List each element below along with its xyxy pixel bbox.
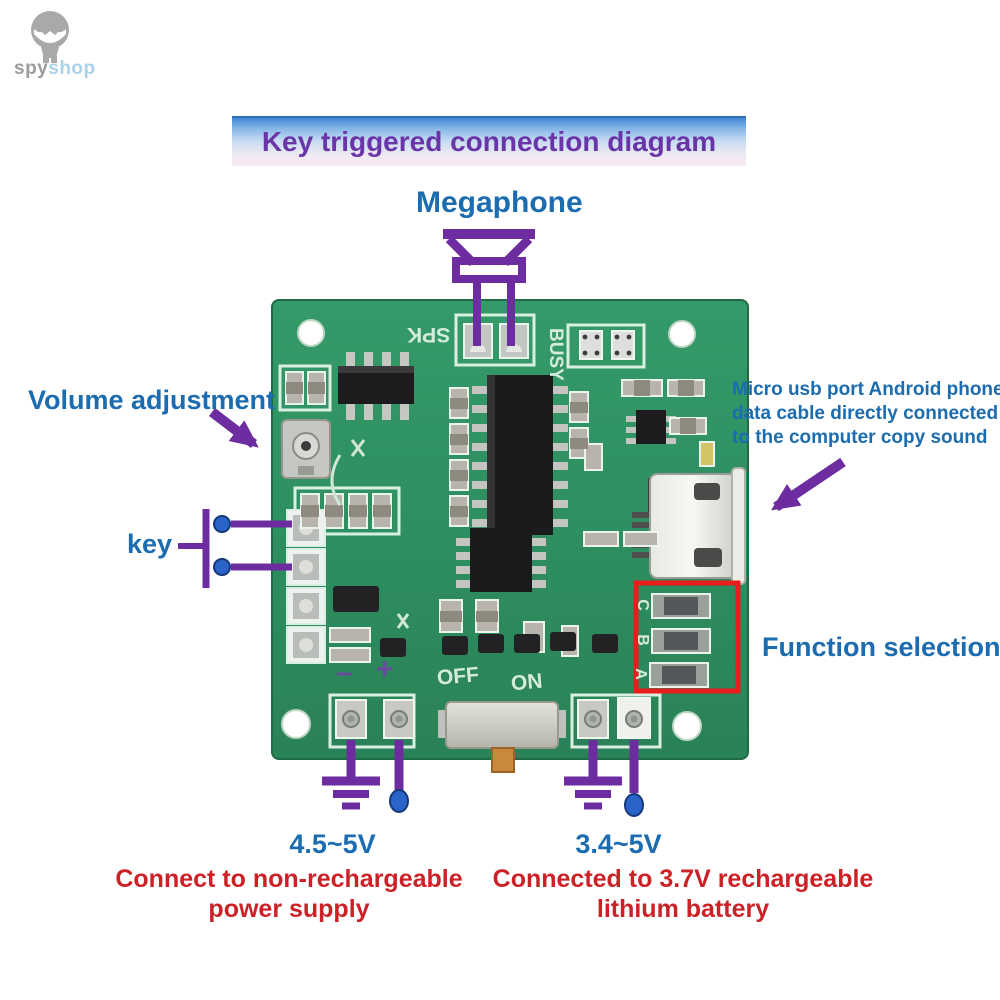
volume-adjustment-label: Volume adjustment bbox=[28, 385, 276, 415]
usb-note-line1: Micro usb port Android phone bbox=[732, 379, 1000, 400]
right-power-note: Connected to 3.7V rechargeable lithium b… bbox=[488, 864, 878, 924]
passive-components bbox=[285, 371, 715, 663]
battery-wire-right bbox=[624, 740, 644, 817]
supply-wire-left bbox=[389, 740, 409, 813]
silkscreen-off: OFF bbox=[436, 663, 480, 690]
micro-usb-port bbox=[632, 467, 746, 585]
speaker-icon bbox=[443, 229, 535, 346]
left-power-line1: Connect to non-rechargeable bbox=[115, 865, 463, 893]
right-voltage-label: 3.4~5V bbox=[575, 829, 662, 859]
silkscreen-func-b: B bbox=[633, 634, 651, 646]
usb-note: Micro usb port Android phone data cable … bbox=[732, 378, 1000, 450]
left-power-note: Connect to non-rechargeable power supply bbox=[103, 864, 475, 924]
annotation-overlay bbox=[178, 229, 846, 817]
brand-primary: spy bbox=[14, 58, 49, 79]
ic-main-chip bbox=[472, 375, 568, 535]
volume-potentiometer bbox=[281, 419, 331, 479]
screw-hole bbox=[668, 320, 696, 348]
spyshop-wordmark: spyshop bbox=[14, 58, 96, 80]
key-label: key bbox=[127, 529, 173, 559]
switch-actuator bbox=[491, 747, 515, 773]
ground-symbol-right bbox=[564, 740, 622, 810]
usb-arrow bbox=[771, 457, 846, 512]
silkscreen-busy: BUSY bbox=[545, 328, 566, 381]
function-highlight-box bbox=[633, 580, 741, 694]
usb-note-line2: data cable directly connected bbox=[732, 403, 999, 424]
volume-arrow bbox=[208, 408, 259, 448]
brand-secondary: shop bbox=[48, 58, 96, 79]
left-power-line2: power supply bbox=[208, 895, 370, 923]
battery-pads bbox=[577, 697, 651, 739]
pcb-board bbox=[271, 299, 749, 773]
title-banner: Key triggered connection diagram bbox=[232, 116, 746, 166]
minus-mark: – bbox=[336, 656, 353, 689]
power-input-pads bbox=[335, 699, 415, 739]
spyshop-logo-icon bbox=[31, 11, 69, 63]
right-power-line2: lithium battery bbox=[596, 895, 770, 923]
silkscreen-on: ON bbox=[510, 669, 544, 696]
silkscreen-spk: SPK bbox=[407, 323, 451, 346]
silkscreen-func-a: A bbox=[631, 668, 649, 680]
megaphone-label: Megaphone bbox=[416, 186, 583, 219]
power-switch bbox=[438, 701, 566, 773]
function-selection-label: Function selection bbox=[762, 632, 1000, 662]
screw-hole bbox=[672, 711, 702, 741]
silkscreen-func-c: C bbox=[633, 599, 651, 611]
usb-note-line3: to the computer copy sound bbox=[732, 427, 988, 448]
screw-hole bbox=[297, 319, 325, 347]
busy-terminal bbox=[579, 330, 635, 360]
page-title: Key triggered connection diagram bbox=[261, 126, 717, 157]
ic-amplifier bbox=[338, 352, 414, 420]
key-schematic bbox=[178, 509, 292, 588]
left-voltage-label: 4.5~5V bbox=[289, 829, 376, 859]
ground-symbol-left bbox=[322, 740, 380, 810]
function-select-resistors bbox=[649, 593, 711, 688]
screw-hole bbox=[281, 709, 311, 739]
right-power-line1: Connected to 3.7V rechargeable bbox=[492, 865, 874, 893]
ic-secondary-chip bbox=[456, 528, 546, 592]
plus-mark: + bbox=[376, 653, 394, 686]
